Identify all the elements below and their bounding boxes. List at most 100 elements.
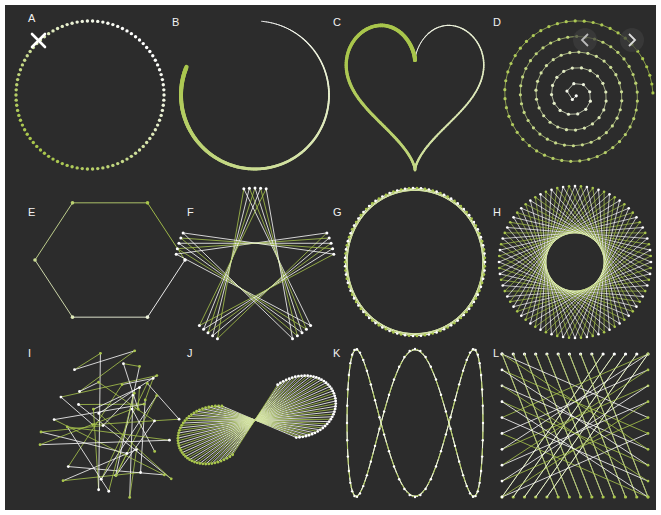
string-line — [195, 377, 317, 462]
pin-dot — [334, 400, 337, 403]
pin-dot — [226, 457, 229, 460]
pin-dot — [378, 416, 380, 418]
pin-dot — [538, 132, 541, 135]
pin-dot — [597, 116, 600, 119]
pin-dot — [26, 54, 29, 57]
string-line — [80, 351, 135, 392]
string-line — [502, 386, 648, 481]
pin-dot — [483, 248, 486, 251]
pin-dot — [541, 46, 544, 49]
pin-dot — [393, 465, 395, 467]
pin-dot — [332, 413, 335, 416]
pin-dot — [601, 82, 604, 85]
pin-dot — [644, 232, 647, 235]
pin-dot — [583, 127, 586, 130]
pin-dot — [608, 328, 611, 331]
pin-dot — [193, 461, 196, 464]
pin-dot — [419, 350, 421, 352]
heart-segment — [413, 57, 417, 61]
pin-dot — [440, 450, 442, 452]
string-line — [35, 203, 73, 260]
pin-dot — [548, 121, 551, 124]
heart-segment — [415, 59, 416, 60]
pin-dot — [276, 383, 279, 386]
heart-segment — [415, 59, 416, 60]
pin-dot — [620, 99, 623, 102]
pin-dot — [321, 427, 324, 430]
pin-dot — [356, 496, 358, 498]
pin-dot — [39, 148, 42, 151]
dot-spiral — [503, 19, 654, 163]
pin-dot — [154, 128, 157, 131]
pin-dot — [470, 304, 473, 307]
pin-dot — [70, 165, 73, 168]
pin-dot — [576, 112, 579, 115]
pin-dot — [349, 482, 351, 484]
heart-segment — [415, 59, 416, 60]
pin-dot — [462, 208, 465, 211]
pin-dot — [138, 38, 141, 41]
pin-dot — [348, 374, 350, 376]
pin-dot — [524, 67, 527, 70]
pin-dot — [583, 20, 586, 23]
pin-dot — [125, 157, 128, 160]
pin-dot — [311, 433, 314, 436]
pin-dot — [501, 284, 504, 287]
pin-dot — [445, 433, 447, 435]
pin-dot — [133, 349, 136, 352]
pin-dot — [334, 397, 337, 400]
pin-dot — [362, 485, 364, 487]
pin-dot — [424, 187, 427, 190]
pin-dot — [65, 23, 68, 26]
pin-dot — [116, 25, 119, 28]
next-icon — [629, 34, 635, 46]
pin-dot — [348, 236, 351, 239]
pin-dot — [503, 290, 506, 293]
pin-dot — [265, 187, 268, 190]
pin-dot — [559, 109, 562, 112]
panel-letter: E — [28, 206, 35, 218]
string-line — [412, 495, 420, 497]
pin-dot — [142, 145, 145, 148]
pin-dot — [300, 374, 303, 377]
panel-background — [5, 5, 656, 510]
pin-dot — [481, 455, 483, 457]
pin-dot — [435, 378, 437, 380]
pin-dot — [450, 324, 453, 327]
pin-dot — [582, 83, 585, 86]
pin-dot — [301, 331, 304, 334]
string-line — [148, 203, 186, 260]
pin-dot — [478, 362, 480, 364]
heart-segment — [414, 168, 416, 171]
pin-dot — [629, 125, 632, 128]
pin-dot — [199, 462, 202, 465]
pin-dot — [408, 494, 410, 496]
pin-dot — [474, 349, 476, 351]
pin-dot — [65, 164, 68, 167]
pin-dot — [431, 189, 434, 192]
pin-dot — [326, 422, 329, 425]
pin-dot — [519, 93, 522, 96]
string-line — [132, 409, 155, 451]
pin-dot — [81, 167, 84, 170]
pin-dot — [366, 474, 368, 476]
pin-dot — [158, 119, 161, 122]
pin-dot — [478, 232, 481, 235]
pin-dot — [16, 78, 19, 81]
pin-dot — [578, 159, 581, 162]
pin-dot — [586, 52, 589, 55]
pin-dot — [477, 293, 480, 296]
pin-dot — [71, 201, 75, 205]
pin-dot — [430, 478, 432, 480]
heart-segment — [413, 57, 417, 61]
pin-dot — [356, 348, 358, 350]
string-line — [206, 376, 305, 464]
pin-dot — [628, 65, 631, 68]
pin-dot — [162, 83, 165, 86]
string-line — [93, 409, 98, 489]
pin-dot — [563, 144, 566, 147]
pin-dot — [347, 388, 349, 390]
pin-dot — [131, 408, 134, 411]
pin-dot — [334, 408, 337, 411]
pin-dot — [465, 311, 468, 314]
